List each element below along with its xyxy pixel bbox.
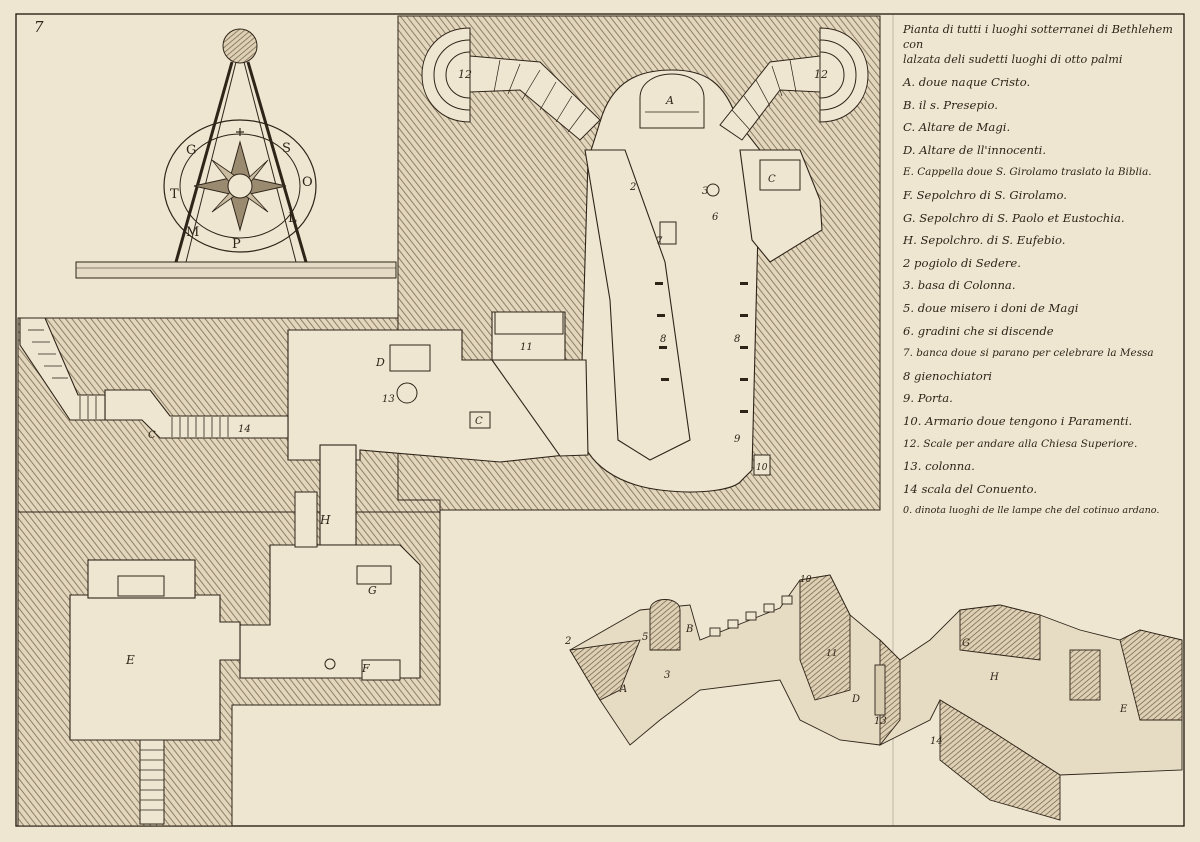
label-11-section: 11 <box>826 649 837 659</box>
label-3-section: 3 <box>664 670 670 681</box>
legend-item: 13. colonna. <box>903 459 975 474</box>
label-11-upper: 11 <box>520 342 533 353</box>
label-3-upper: 3 <box>702 186 708 197</box>
legend-item: 2 pogiolo di Sedere. <box>903 255 1021 270</box>
legend-title-line-1: Pianta di tutti i luoghi sotterranei di … <box>903 23 1173 51</box>
label-10-upper: 10 <box>756 463 768 473</box>
compass-letter-l: L <box>288 211 297 226</box>
legend-item: D. Altare de ll'innocenti. <box>903 142 1047 157</box>
plan-labels: A C D C C H G E F 12 12 2 3 6 7 8 8 9 10… <box>125 68 1128 747</box>
plan-features <box>117 159 801 681</box>
compass-letter-g: G <box>186 143 196 158</box>
legend-title-line-2: lalzata deli sudetti luoghi di otto palm… <box>903 53 1123 66</box>
kneelers <box>655 282 748 413</box>
label-d: D <box>375 356 385 369</box>
label-g-section: G <box>962 638 970 649</box>
perspective-section <box>569 574 1183 821</box>
legend-item: B. il s. Presepio. <box>903 97 998 112</box>
stair-bottom <box>139 739 165 825</box>
legend-item: 3. basa di Colonna. <box>903 278 1016 293</box>
legend-item: 5. doue misero i doni de Magi <box>903 300 1079 315</box>
label-f: F <box>361 662 370 675</box>
label-c-stair: C <box>148 430 156 441</box>
altar-a <box>639 73 705 129</box>
label-9: 9 <box>734 434 741 445</box>
compass-instrument <box>75 28 397 279</box>
page-number: 7 <box>34 18 44 36</box>
label-g: G <box>368 584 377 597</box>
compass-letters: G S O L P M T <box>170 141 313 252</box>
label-8-right: 8 <box>734 334 740 345</box>
legend-item: C. Altare de Magi. <box>903 120 1011 135</box>
label-13-upper: 13 <box>382 394 395 405</box>
legend-item: 6. gradini che si discende <box>903 323 1054 338</box>
label-6: 6 <box>712 212 719 223</box>
label-b-section: B <box>685 624 693 635</box>
legend-item: 8 gienochiatori <box>903 368 992 383</box>
label-12-left: 12 <box>458 68 472 81</box>
legend-item: 14 scala del Conuento. <box>903 481 1038 496</box>
legend-item: H. Sepolchro. di S. Eufebio. <box>903 233 1066 248</box>
label-c-passage: C <box>475 416 483 427</box>
label-d-section: D <box>851 694 860 705</box>
cave-chambers <box>19 69 823 741</box>
label-h-section: H <box>989 672 999 683</box>
staircases-12 <box>421 27 869 141</box>
legend-item: A. doue naque Cristo. <box>903 75 1031 89</box>
label-13-section: 13 <box>874 716 887 727</box>
legend-item: E. Cappella doue S. Girolamo traslato la… <box>903 166 1152 179</box>
label-e: E <box>125 653 135 667</box>
legend-item: F. Sepolchro di S. Girolamo. <box>903 187 1067 202</box>
compass-letter-o: O <box>302 175 313 190</box>
label-a-upper: A <box>665 94 674 107</box>
stair-treads-12 <box>493 59 797 133</box>
label-2-upper: 2 <box>629 182 636 193</box>
compass-letter-m: M <box>186 225 199 240</box>
legend: Pianta di tutti i luoghi sotterranei di … <box>903 22 1193 523</box>
label-12-right: 12 <box>814 68 828 81</box>
label-c-upper: C <box>768 174 776 185</box>
legend-title: Pianta di tutti i luoghi sotterranei di … <box>903 22 1193 67</box>
label-14-upper: 14 <box>238 424 251 435</box>
compass-letter-p: P <box>232 237 241 252</box>
legend-item: 0. dinota luoghi de lle lampe che del co… <box>903 505 1160 517</box>
plate-border <box>15 13 1185 827</box>
label-10-section: 10 <box>800 575 812 585</box>
legend-item: 7. banca doue si parano per celebrare la… <box>903 347 1154 360</box>
label-7: 7 <box>656 236 663 247</box>
label-14-section: 14 <box>930 736 943 747</box>
label-2-section: 2 <box>564 636 571 647</box>
legend-item: 12. Scale per andare alla Chiesa Superio… <box>903 437 1138 450</box>
legend-item: G. Sepolchro di S. Paolo et Eustochia. <box>903 210 1125 225</box>
label-8-left: 8 <box>660 334 666 345</box>
legend-item: 9. Porta. <box>903 391 953 406</box>
label-a-section: A <box>619 684 627 695</box>
label-e-section: E <box>1119 704 1128 715</box>
legend-item: 10. Armario doue tengono i Paramenti. <box>903 413 1133 428</box>
stair-convent <box>28 329 229 437</box>
compass-letter-t: T <box>170 187 179 202</box>
label-h: H <box>319 513 331 527</box>
compass-letter-s: S <box>282 141 291 156</box>
label-5-section: 5 <box>642 632 648 643</box>
